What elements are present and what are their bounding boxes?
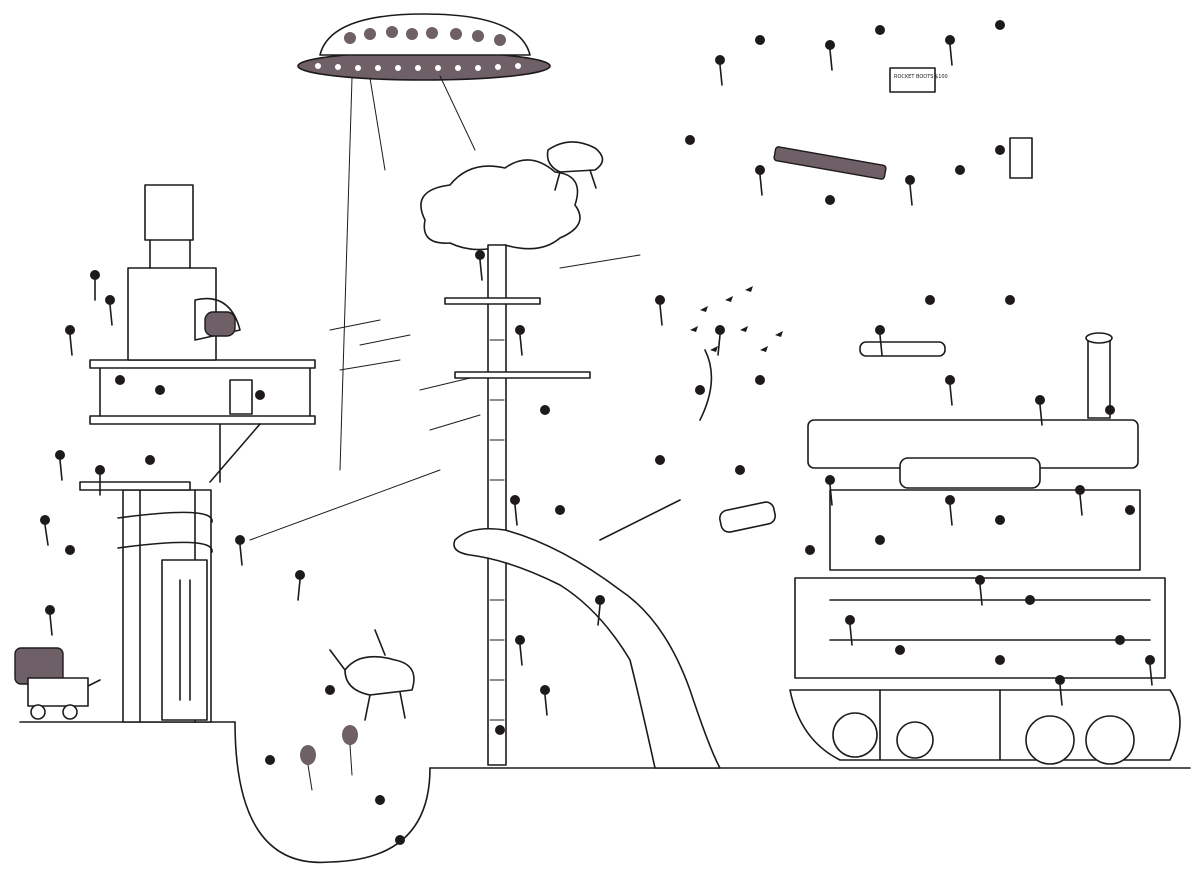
treehouse-icon [420, 159, 721, 769]
balloon-icon [300, 725, 358, 791]
flying-gear: ROCKET BOOTS $100 [719, 67, 1033, 533]
engine-icon [14, 647, 101, 720]
rocket-boots-sign: ROCKET BOOTS $100 [894, 74, 948, 80]
unicorn-icon [329, 141, 604, 721]
crowd [40, 20, 1155, 845]
tank-icon [789, 332, 1181, 765]
ufo-icon [297, 13, 551, 471]
arrow-volley [249, 254, 641, 541]
tower-icon [79, 184, 316, 723]
birds [690, 286, 783, 352]
